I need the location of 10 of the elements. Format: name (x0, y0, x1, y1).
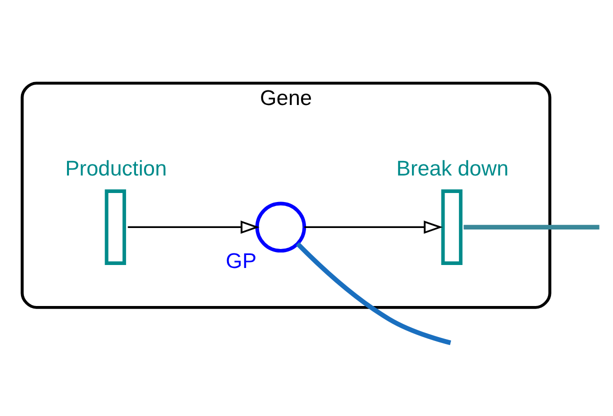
node-label: Break down (396, 156, 509, 180)
node-box (104, 188, 126, 264)
node-circle (255, 201, 306, 252)
node-box (441, 188, 462, 264)
arrow (128, 220, 260, 234)
connector (296, 242, 452, 345)
node-label: GP (226, 248, 256, 272)
node-label: Production (65, 156, 167, 180)
arrow (304, 220, 443, 234)
connector (464, 224, 600, 230)
